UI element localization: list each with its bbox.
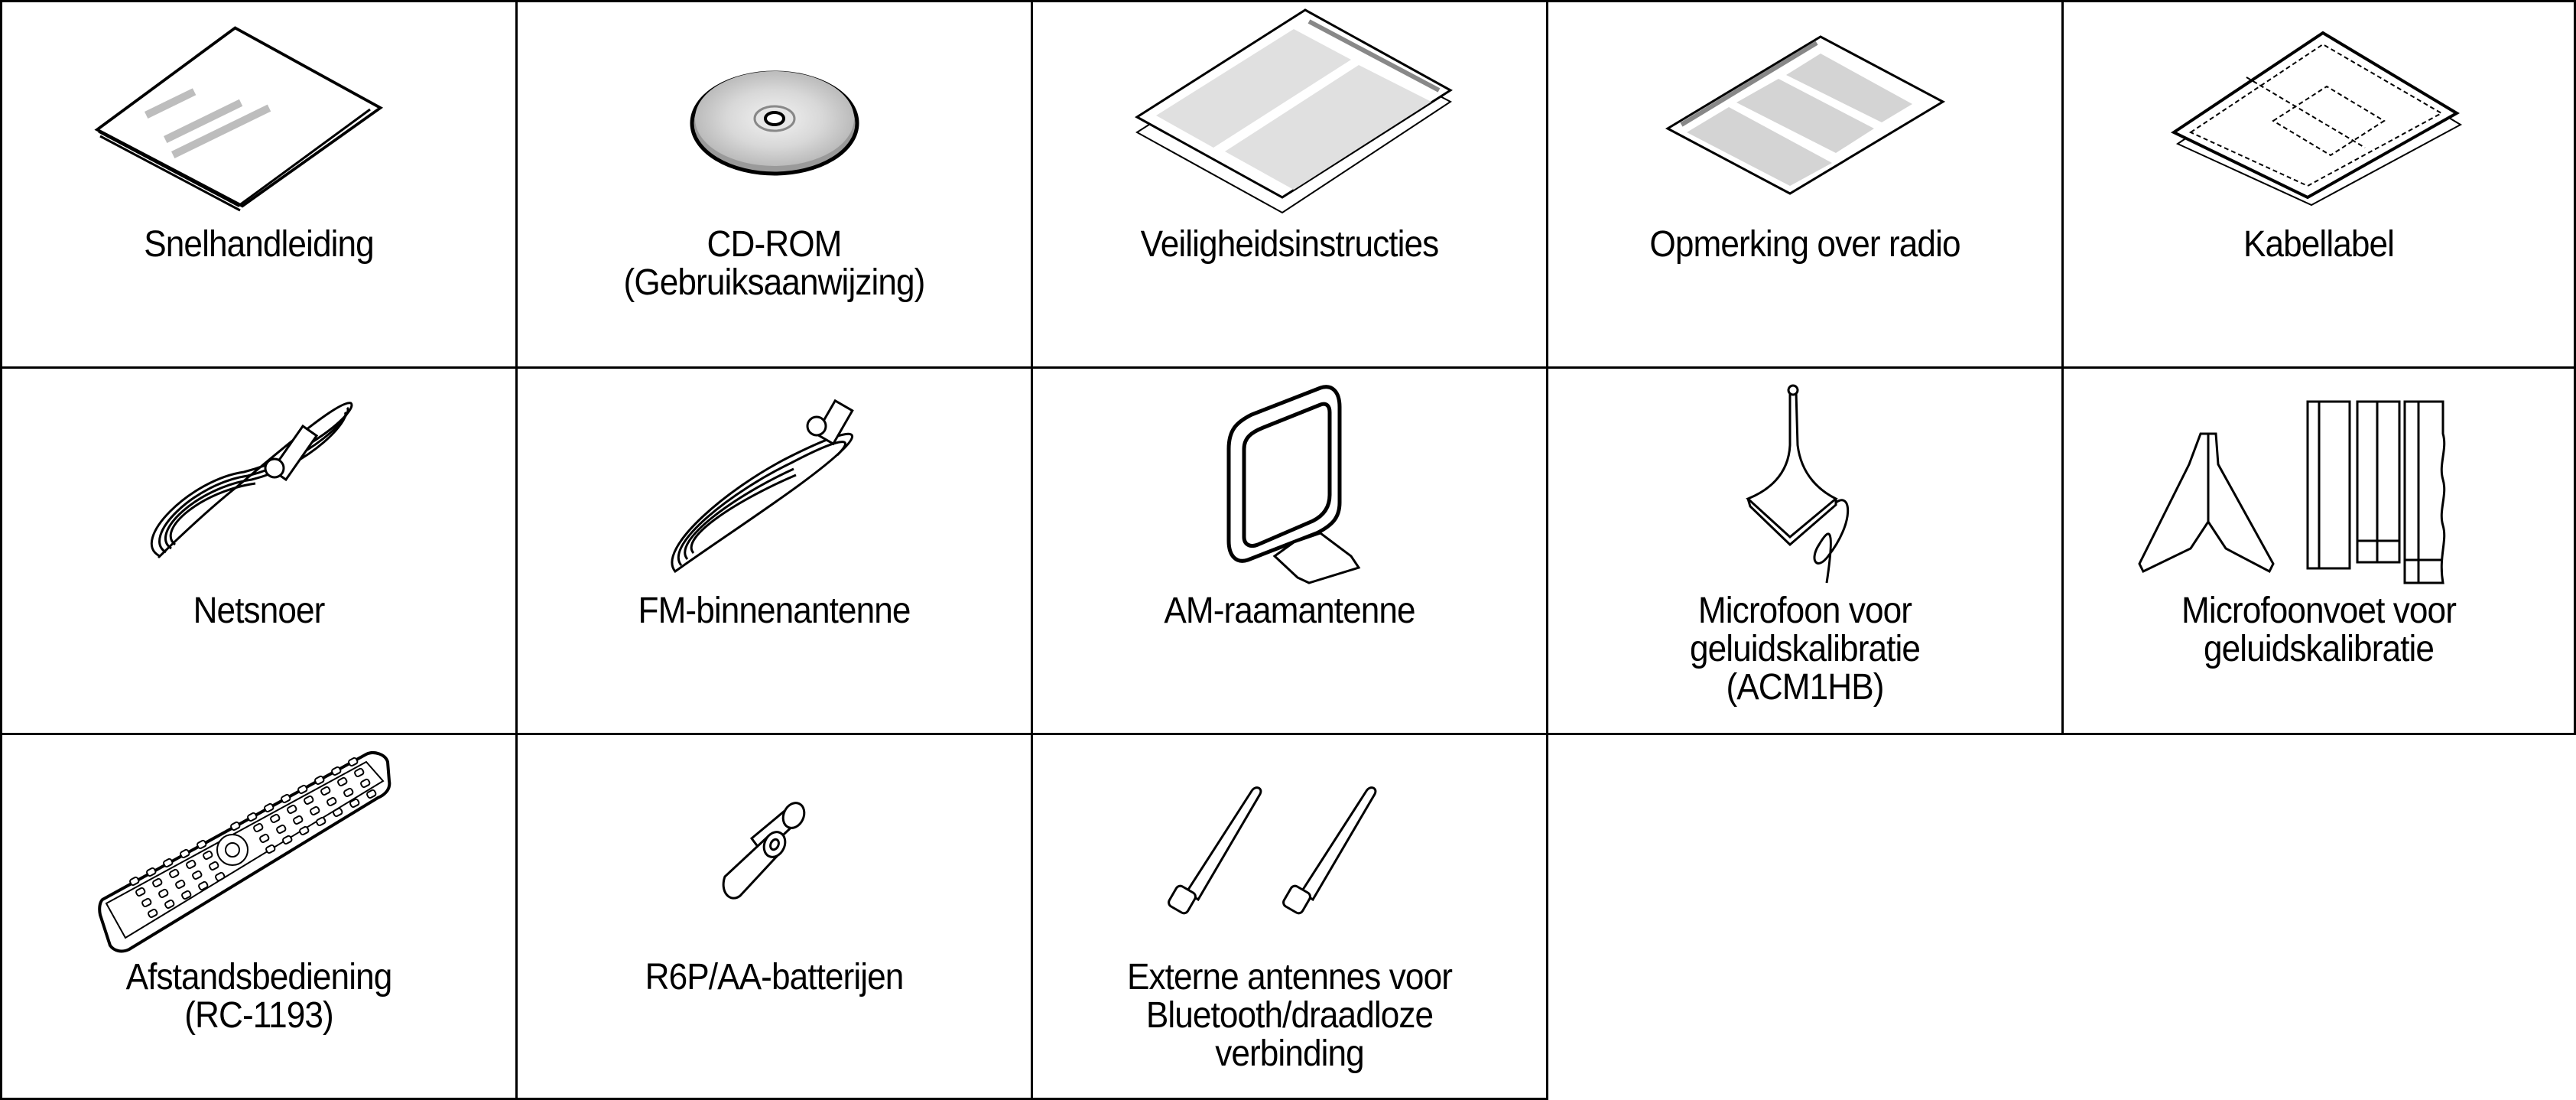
accessory-label: Snelhandleiding: [144, 224, 374, 265]
remote-button-icon: [330, 766, 341, 776]
remote-button-icon: [135, 887, 145, 897]
remote-button-icon: [332, 807, 343, 818]
remote-button-icon: [179, 848, 190, 859]
remote-button-icon: [158, 888, 168, 899]
remote-button-icon: [141, 897, 151, 908]
accessory-label: Veiligheidsinstructies: [1140, 224, 1440, 265]
cd-rom-icon: [518, 18, 1031, 224]
remote-button-icon: [168, 868, 179, 879]
accessory-cell-remote-control: Afstandsbediening (RC-1193): [0, 733, 518, 1100]
remote-button-icon: [297, 784, 307, 795]
remote-button-icon: [303, 795, 313, 805]
accessory-label: FM-binnenantenne: [638, 591, 911, 631]
remote-button-icon: [269, 813, 280, 824]
remote-button-icon: [292, 815, 303, 825]
accessory-cell-radio-note: Opmerking over radio: [1546, 0, 2064, 369]
accessory-cell-quick-guide: Snelhandleiding: [0, 0, 518, 369]
remote-button-icon: [280, 793, 291, 804]
accessory-cell-calibration-microphone: Microfoon voor geluidskalibratie (ACM1HB…: [1546, 366, 2064, 735]
remote-button-icon: [191, 870, 202, 880]
remote-button-icon: [246, 812, 257, 822]
quick-guide-booklet-icon: [2, 18, 515, 224]
external-antennas-icon: [1033, 750, 1546, 957]
remote-button-icon: [151, 877, 162, 888]
remote-button-icon: [214, 871, 225, 882]
remote-button-icon: [336, 776, 347, 787]
accessory-label: CD-ROM (Gebruiksaanwijzing): [623, 224, 926, 303]
remote-button-icon: [309, 805, 320, 816]
accessory-label: Microfoon voor geluidskalibratie (ACM1HB…: [1689, 591, 1921, 708]
accessory-label: Externe antennes voor Bluetooth/draadloz…: [1126, 957, 1453, 1074]
accessory-label: Opmerking over radio: [1649, 224, 1960, 265]
accessory-cell-safety-instructions: Veiligheidsinstructies: [1031, 0, 1548, 369]
remote-button-icon: [275, 824, 286, 835]
accessory-label: Afstandsbediening (RC-1193): [125, 957, 393, 1036]
remote-button-icon: [320, 786, 330, 796]
remote-button-icon: [202, 850, 213, 861]
accessory-label: R6P/AA-batterijen: [645, 957, 905, 997]
safety-instructions-leaflet-icon: [1033, 8, 1546, 224]
accessory-label: Netsnoer: [193, 591, 326, 631]
fm-indoor-antenna-icon: [518, 384, 1031, 591]
remote-button-icon: [265, 844, 275, 854]
remote-button-icon: [298, 825, 309, 836]
accessory-cell-cd-rom: CD-ROM (Gebruiksaanwijzing): [515, 0, 1033, 369]
remote-button-icon: [353, 767, 364, 778]
accessory-cell-fm-antenna: FM-binnenantenne: [515, 366, 1033, 735]
accessory-label: Kabellabel: [2243, 224, 2395, 265]
microphone-stand-icon: [2064, 384, 2574, 591]
remote-button-icon: [147, 908, 158, 919]
remote-button-icon: [174, 879, 185, 890]
remote-button-icon: [313, 775, 324, 786]
radio-note-leaflet-icon: [1548, 18, 2061, 224]
remote-button-icon: [208, 861, 219, 871]
remote-button-icon: [263, 802, 274, 813]
accessory-cell-batteries: R6P/AA-batterijen: [515, 733, 1033, 1100]
remote-button-icon: [349, 798, 359, 809]
calibration-microphone-icon: [1548, 384, 2061, 591]
remote-button-icon: [365, 789, 376, 799]
remote-button-icon: [229, 821, 240, 832]
remote-button-icon: [196, 839, 206, 850]
remote-button-icon: [326, 796, 336, 807]
accessory-cell-cable-label: Kabellabel: [2061, 0, 2576, 369]
remote-button-icon: [315, 816, 326, 827]
remote-button-icon: [185, 859, 196, 870]
remote-button-icon: [164, 899, 174, 910]
remote-control-icon: [2, 750, 515, 957]
accessory-label: AM-raamantenne: [1164, 591, 1415, 631]
remote-button-icon: [286, 804, 297, 815]
remote-button-icon: [180, 890, 191, 900]
accessory-cell-external-antennas: Externe antennes voor Bluetooth/draadloz…: [1031, 733, 1548, 1100]
accessory-cell-am-antenna: AM-raamantenne: [1031, 366, 1548, 735]
remote-button-icon: [359, 778, 370, 789]
am-loop-antenna-icon: [1033, 384, 1546, 591]
remote-button-icon: [281, 835, 292, 845]
remote-button-icon: [128, 876, 139, 887]
aa-batteries-icon: [518, 750, 1031, 957]
accessory-cell-microphone-stand: Microfoonvoet voor geluidskalibratie: [2061, 366, 2576, 735]
accessory-label: Microfoonvoet voor geluidskalibratie: [2181, 591, 2457, 669]
remote-button-icon: [347, 757, 358, 767]
accessory-cell-power-cord: Netsnoer: [0, 366, 518, 735]
power-cord-icon: [2, 384, 515, 591]
remote-button-icon: [145, 867, 156, 877]
remote-button-icon: [258, 833, 269, 844]
cable-label-sheet-icon: [2064, 18, 2574, 224]
remote-button-icon: [162, 858, 173, 868]
remote-button-icon: [343, 787, 353, 798]
remote-button-icon: [252, 822, 263, 833]
remote-button-icon: [197, 880, 208, 891]
